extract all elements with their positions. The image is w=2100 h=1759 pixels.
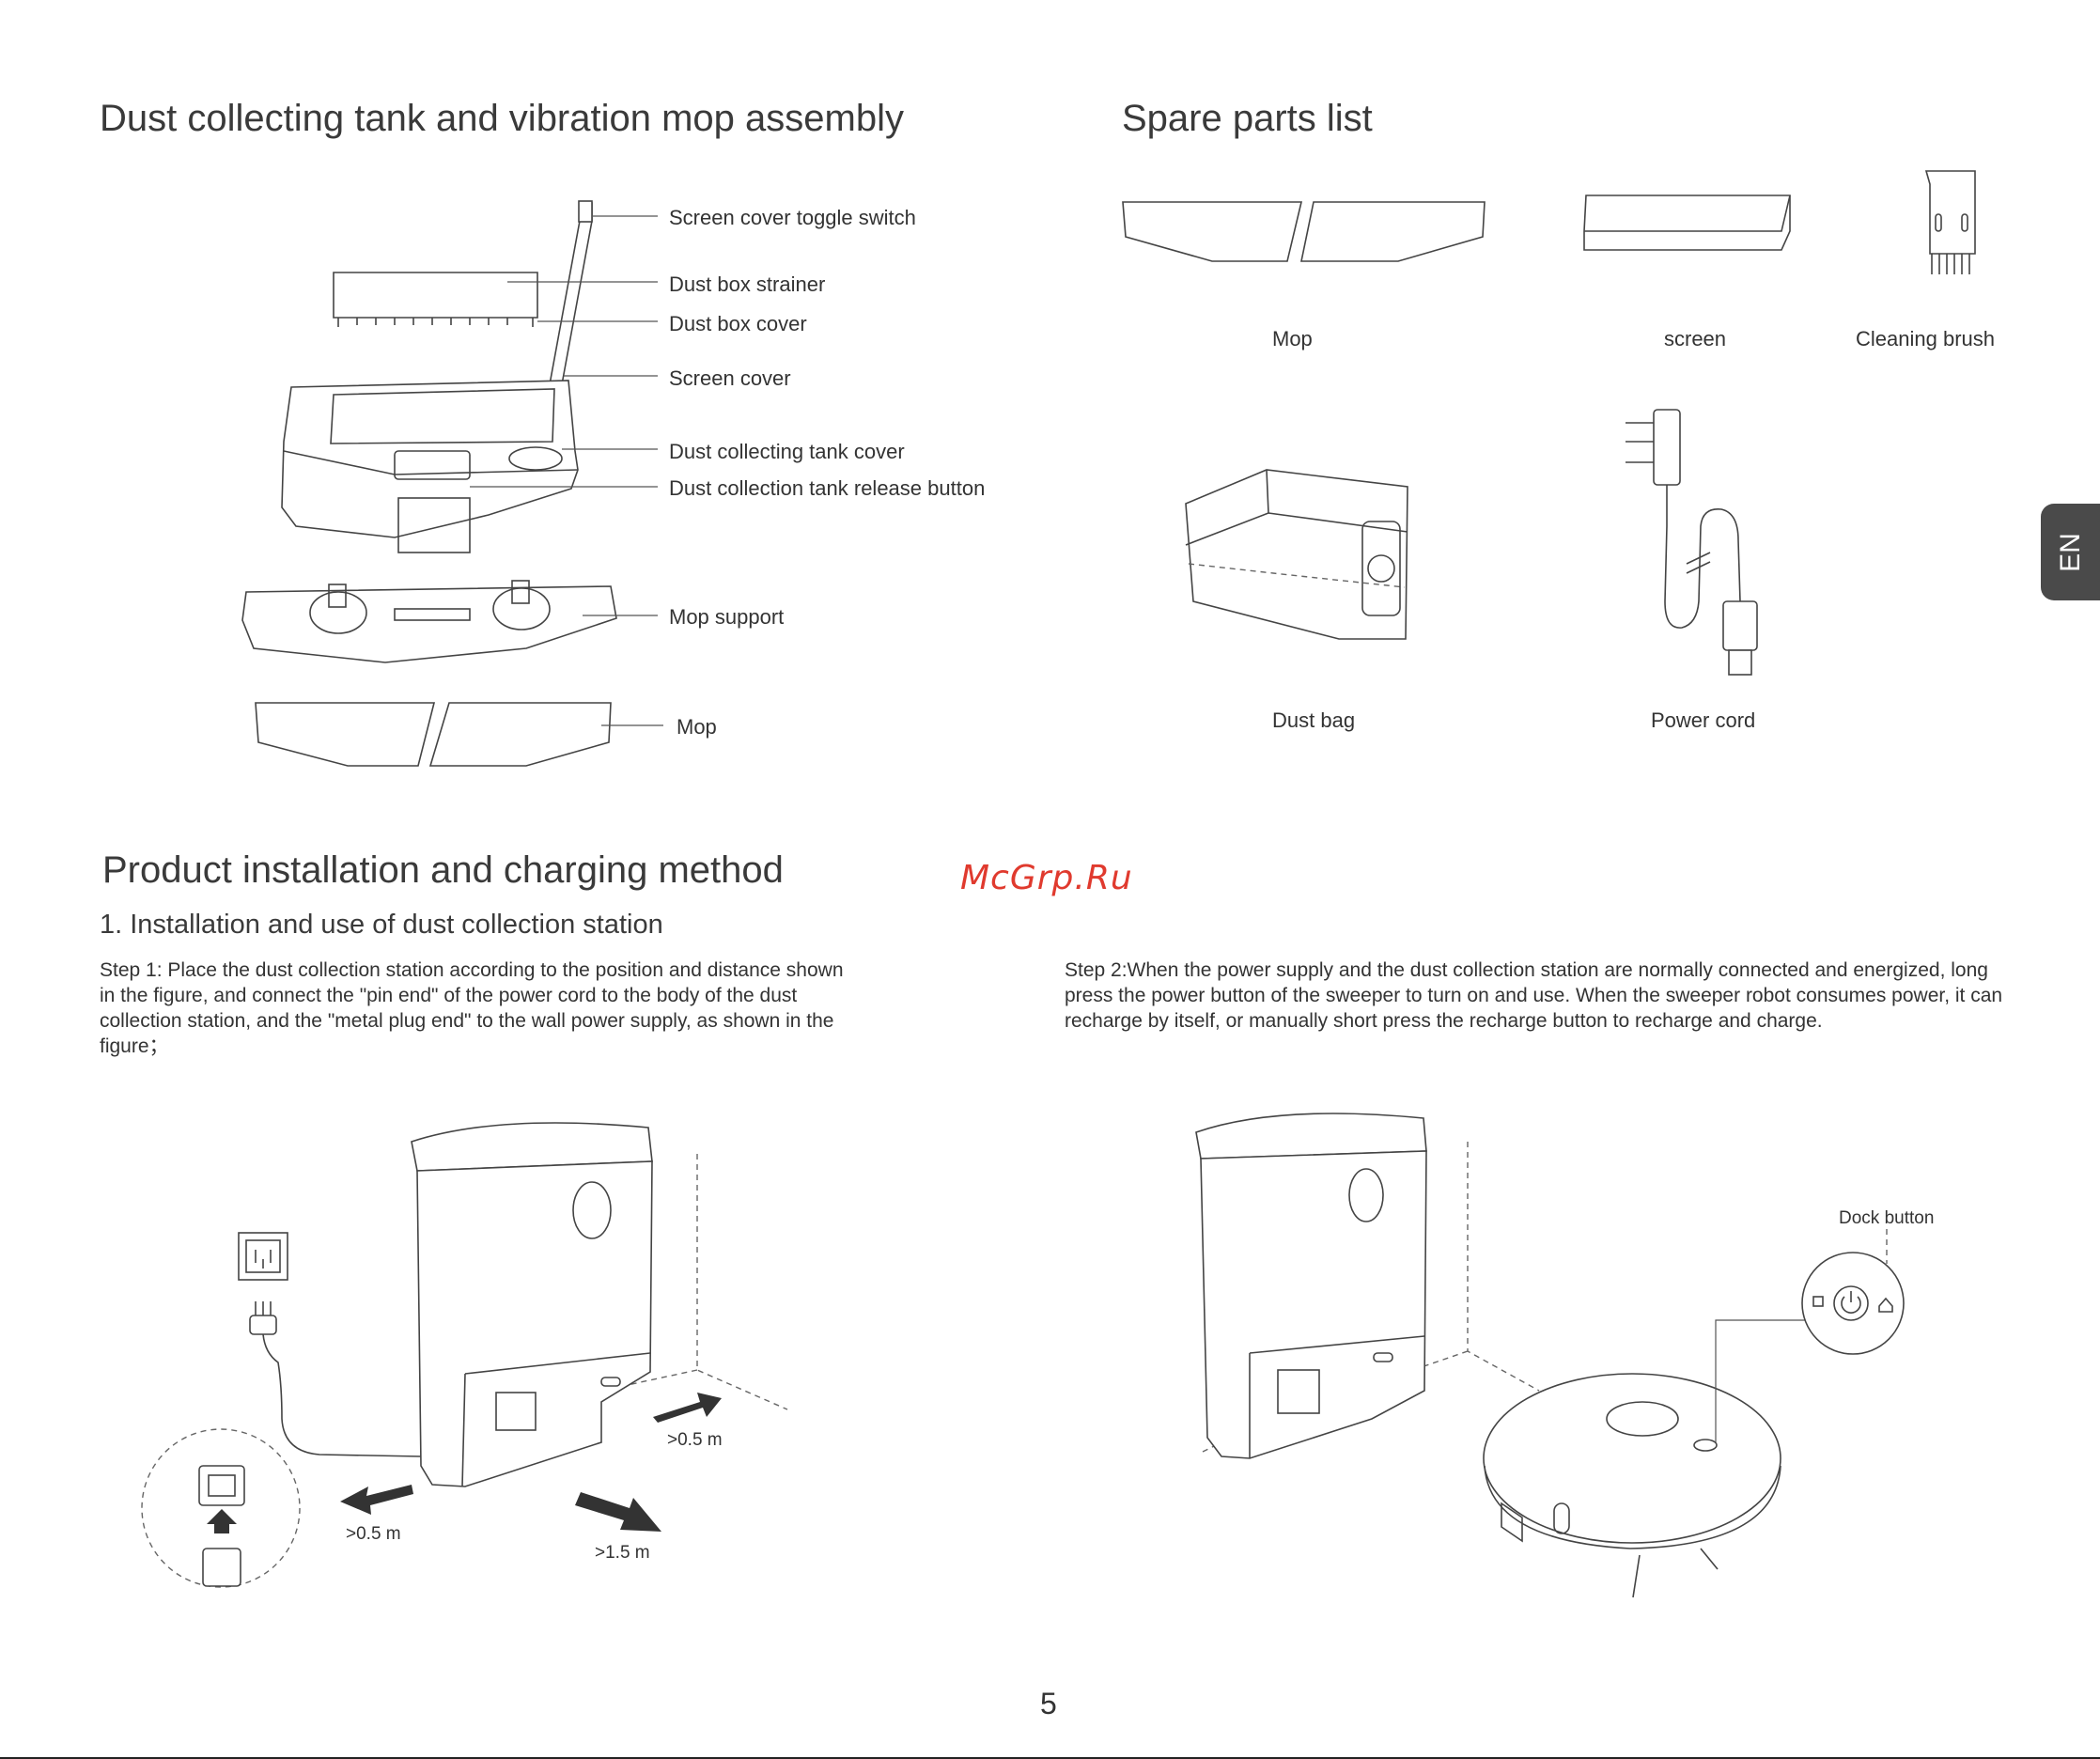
spare-screen-icon xyxy=(1583,195,1791,251)
language-tab[interactable]: EN xyxy=(2041,504,2100,600)
label-mop-support: Mop support xyxy=(669,605,785,629)
robot-dock-button xyxy=(1693,1439,1718,1452)
label-screen-cover: Screen cover xyxy=(669,366,791,390)
spare-label-screen: screen xyxy=(1664,327,1727,350)
spare-dust-bag-icon xyxy=(1185,469,1408,640)
label-mop: Mop xyxy=(677,715,717,739)
step2-illustration xyxy=(1195,1113,1905,1598)
label-dust-box-cover: Dust box cover xyxy=(669,312,807,335)
release-button-shape xyxy=(394,450,471,480)
toggle-switch xyxy=(578,200,593,223)
distance-right: >0.5 m xyxy=(667,1430,723,1450)
installation-subheading: 1. Installation and use of dust collecti… xyxy=(100,910,663,940)
dust-box-strainer xyxy=(333,272,538,319)
dock-lid xyxy=(1195,1113,1427,1160)
dock-station xyxy=(1200,1150,1427,1459)
spare-label-power-cord: Power cord xyxy=(1651,708,1756,732)
watermark: McGrp.Ru xyxy=(960,859,1133,897)
distance-front: >1.5 m xyxy=(595,1543,650,1563)
installation-heading: Product installation and charging method xyxy=(102,849,784,891)
robot-vacuum xyxy=(1483,1373,1781,1544)
screen-cover-arm xyxy=(547,202,593,396)
assembly-mop-right xyxy=(428,702,612,767)
spare-label-cleaning-brush: Cleaning brush xyxy=(1856,327,1995,350)
lidar-turret xyxy=(1606,1401,1679,1437)
step1-illustration xyxy=(141,1122,788,1588)
mop-support xyxy=(241,585,617,663)
assembly-heading: Dust collecting tank and vibration mop a… xyxy=(100,98,904,139)
step1-text: Step 1: Place the dust collection statio… xyxy=(100,959,844,1057)
spare-mop-icon xyxy=(1122,201,1486,262)
connector-detail-circle xyxy=(141,1428,301,1588)
page-bottom-rule xyxy=(0,1757,2100,1759)
spare-label-dust-bag: Dust bag xyxy=(1272,708,1356,732)
tank-cover-shape xyxy=(508,446,563,471)
page-number: 5 xyxy=(1040,1687,1057,1720)
tank-window xyxy=(397,497,471,553)
dust-station xyxy=(416,1160,653,1487)
label-release-button: Dust collection tank release button xyxy=(669,476,986,500)
spare-cleaning-brush-icon xyxy=(1924,170,1976,274)
assembly-mop-left xyxy=(255,702,436,767)
station-lid xyxy=(411,1122,653,1172)
label-tank-cover: Dust collecting tank cover xyxy=(669,440,905,463)
label-toggle-switch: Screen cover toggle switch xyxy=(669,206,916,229)
label-dust-box-strainer: Dust box strainer xyxy=(669,272,826,296)
distance-left: >0.5 m xyxy=(346,1524,401,1544)
dust-tank-body xyxy=(281,380,579,538)
assembly-diagram xyxy=(241,200,663,767)
step2-text: Step 2:When the power supply and the dus… xyxy=(1065,959,2003,1032)
dock-button-label: Dock button xyxy=(1839,1208,1935,1228)
dock-button-zoom xyxy=(1801,1252,1905,1355)
spare-parts-heading: Spare parts list xyxy=(1122,98,1373,139)
spare-power-cord-icon xyxy=(1626,409,1758,676)
spare-label-mop: Mop xyxy=(1272,327,1313,350)
